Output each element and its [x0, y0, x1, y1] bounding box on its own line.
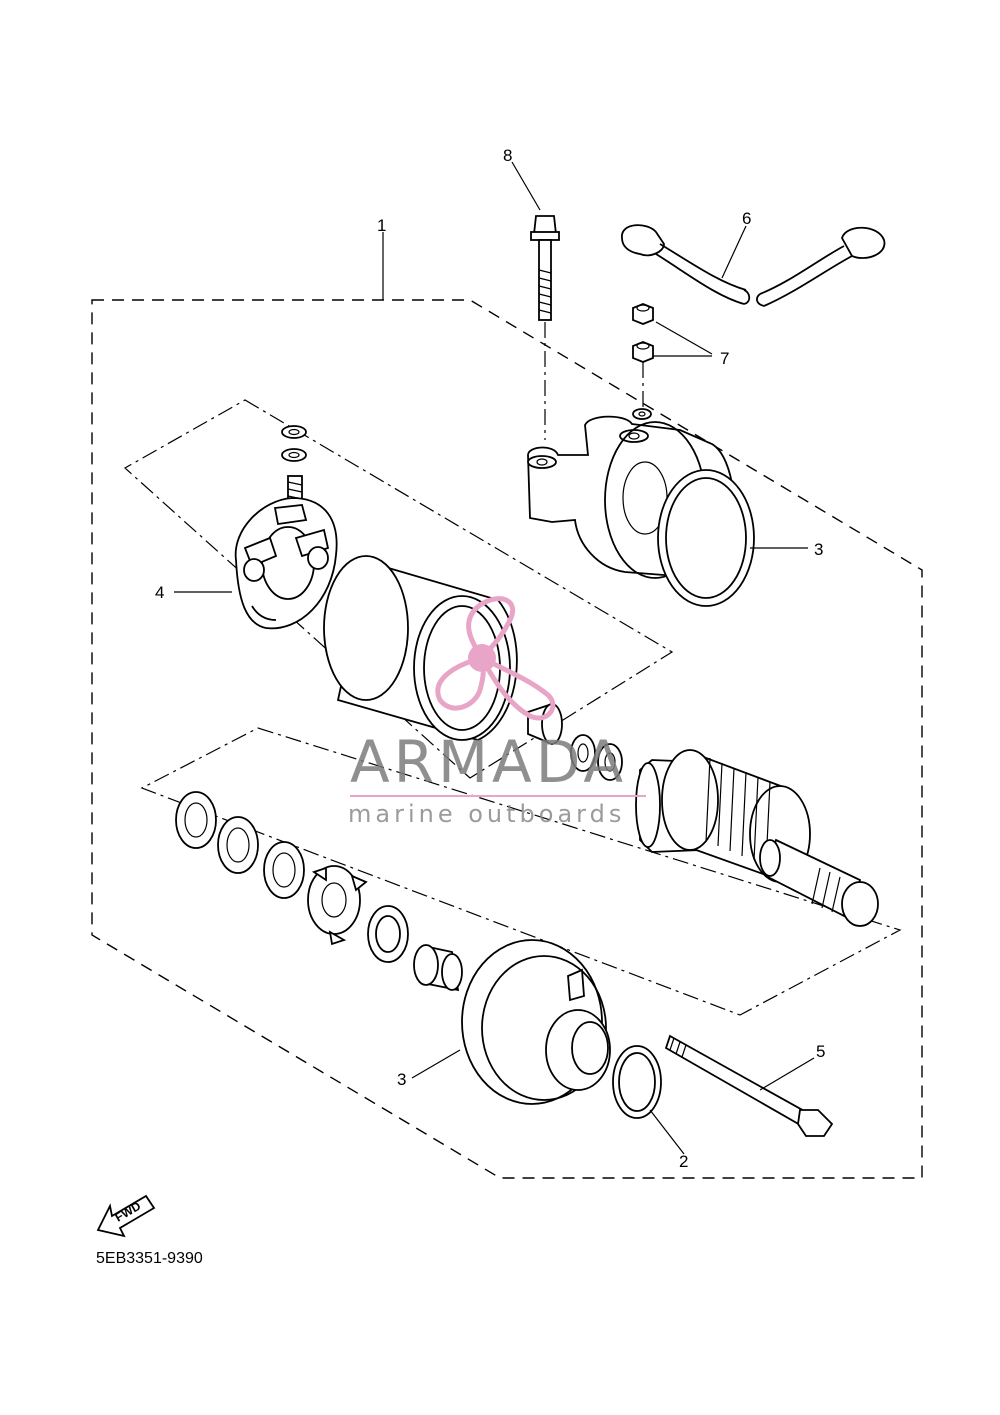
nut-part-7-upper — [632, 303, 654, 325]
o-ring-part-2 — [612, 1045, 662, 1119]
callout-3-bottom: 3 — [397, 1070, 406, 1089]
armada-watermark: ARMADA marine outboards — [348, 596, 646, 828]
bolt-part-8 — [530, 215, 560, 440]
through-bolt-part-5 — [664, 1034, 834, 1137]
grouping-plane-lower — [140, 727, 902, 1016]
callout-labels: 1 8 6 7 3 4 5 3 2 — [155, 146, 825, 1171]
needle-bushing — [413, 944, 463, 992]
lock-plate — [307, 865, 368, 946]
callout-1: 1 — [377, 216, 386, 235]
watermark-tagline: marine outboards — [348, 800, 625, 828]
washer-a — [570, 734, 596, 772]
yoke-housing — [323, 555, 518, 741]
watermark-brand: ARMADA — [350, 728, 627, 796]
propeller-logo — [435, 596, 556, 721]
callout-7: 7 — [720, 349, 729, 368]
thrust-washer-2 — [217, 816, 259, 874]
diagram-code: 5EB3351-9390 — [96, 1250, 203, 1267]
brush-holder-part-4 — [234, 497, 338, 630]
front-cover-part-3 — [527, 415, 755, 607]
callout-4: 4 — [155, 583, 164, 602]
washer-b — [597, 743, 623, 781]
armature — [635, 749, 879, 927]
grouping-plane-upper — [123, 399, 674, 779]
washer-small — [632, 362, 652, 420]
leader-lines — [174, 161, 815, 1155]
callout-6: 6 — [742, 209, 751, 228]
assembly-boundary — [91, 299, 923, 1179]
washer-pair — [281, 425, 307, 462]
callout-8: 8 — [503, 146, 512, 165]
bearing — [367, 905, 409, 963]
callout-3-top: 3 — [814, 540, 823, 559]
callout-2: 2 — [679, 1152, 688, 1171]
nut-part-7-lower — [632, 341, 654, 363]
thrust-washer-1 — [175, 791, 217, 849]
rear-cover-part-3 — [461, 939, 611, 1105]
callout-5: 5 — [816, 1042, 825, 1061]
thrust-washer-3 — [263, 841, 305, 899]
lead-wire-part-6 — [621, 224, 886, 307]
fwd-arrow-icon: FWD — [96, 1194, 156, 1238]
